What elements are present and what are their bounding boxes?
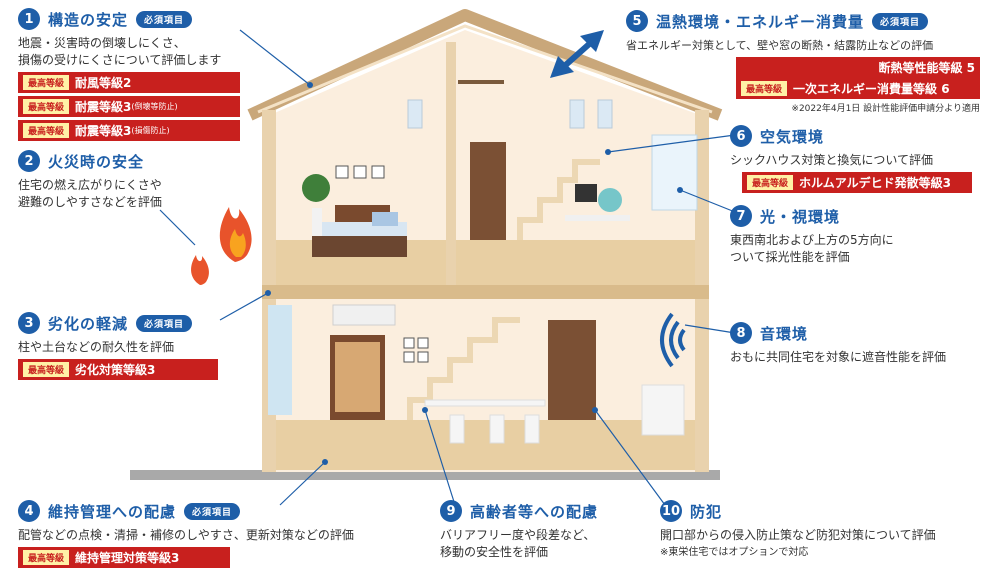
item-number: 1: [18, 8, 40, 30]
roof: [247, 9, 723, 121]
sound-waves-icon: [660, 312, 686, 368]
grade-badge: 最高等級維持管理対策等級3: [18, 547, 230, 568]
required-badge: 必須項目: [136, 10, 193, 28]
grade-badge: 最高等級劣化対策等級3: [18, 359, 218, 380]
picture-frame: [335, 165, 349, 179]
grade-badge: 最高等級耐震等級3(倒壊等防止): [18, 96, 240, 117]
right-window: [651, 134, 698, 211]
grade-badge: 断熱等性能等級 5: [736, 57, 980, 78]
air-conditioner: [332, 304, 396, 326]
item-title: 構造の安定: [48, 10, 129, 29]
left-window: [268, 305, 292, 415]
required-badge: 必須項目: [184, 502, 241, 520]
ventilation-arrow: [550, 30, 604, 78]
grade-badge: 最高等級一次エネルギー消費量等級 6: [736, 78, 980, 99]
upper-door: [470, 142, 506, 240]
grade-badge: 最高等級ホルムアルデヒド発散等級3: [742, 172, 972, 193]
lower-stairs: [407, 317, 520, 420]
panel-heater: [641, 384, 685, 436]
fire-icon: [191, 207, 252, 285]
grade-badge: 最高等級耐風等級2: [18, 72, 240, 93]
plant-pot: [312, 208, 322, 236]
center-wall: [446, 42, 456, 285]
upper-stairs: [517, 159, 600, 240]
ceiling-fan: [458, 80, 504, 84]
grade-badge: 最高等級耐震等級3(損傷防止): [18, 120, 240, 141]
ground: [130, 470, 720, 480]
desk: [565, 215, 630, 221]
lower-floor: [276, 420, 695, 470]
required-badge: 必須項目: [872, 12, 929, 30]
lower-door: [548, 320, 596, 420]
required-badge: 必須項目: [136, 314, 193, 332]
window: [407, 99, 423, 129]
dining-table: [424, 399, 546, 407]
floor-slab: [262, 285, 709, 299]
connector-lines: [159, 29, 736, 506]
